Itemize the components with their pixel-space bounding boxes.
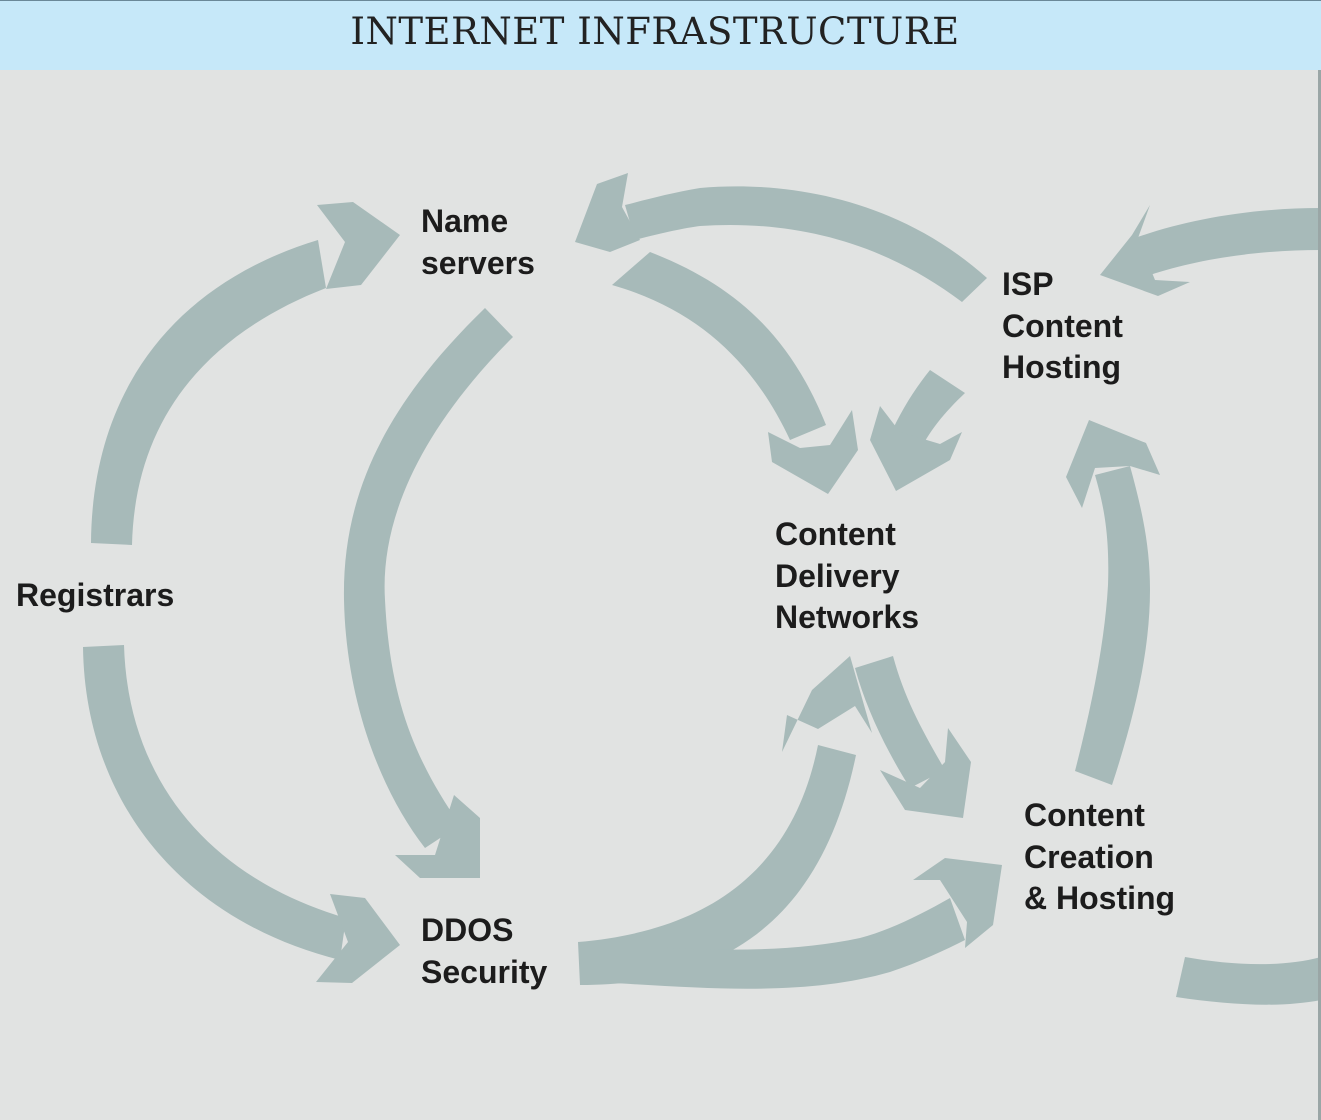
node-label-line: Hosting bbox=[1002, 349, 1122, 385]
arrow-head-ddos-from-registrars bbox=[316, 894, 400, 983]
node-label-line: Name bbox=[421, 203, 509, 239]
arrow-registrars-to-name-servers bbox=[91, 240, 326, 545]
arrow-head-creation-from-ddos bbox=[913, 858, 1002, 948]
arrow-head-cdn-from-ddos bbox=[782, 656, 872, 752]
title-banner: INTERNET INFRASTRUCTURE bbox=[0, 0, 1321, 70]
node-label-line: Delivery bbox=[775, 557, 900, 594]
arrow-head-name-servers-from-isp bbox=[575, 173, 640, 252]
node-content-creation-hosting: Content Creation & Hosting bbox=[1024, 795, 1175, 920]
node-ddos-security: DDOS Security bbox=[421, 910, 547, 993]
arrow-creation-to-isp bbox=[1075, 466, 1150, 785]
arrow-head-name-servers-from-registrars bbox=[317, 202, 400, 289]
arrow-registrars-to-ddos bbox=[83, 645, 346, 960]
node-label-line: DDOS bbox=[421, 912, 514, 948]
arrow-head-creation-from-cdn bbox=[880, 728, 971, 818]
right-edge-divider bbox=[1318, 70, 1321, 1120]
arrow-head-isp-from-creation bbox=[1066, 420, 1160, 508]
node-label-line: Content bbox=[1002, 307, 1123, 344]
node-isp-content-hosting: ISP Content Hosting bbox=[1002, 264, 1123, 389]
node-label-line: Content bbox=[775, 516, 896, 552]
node-label-line: Registrars bbox=[16, 577, 175, 613]
node-label-line: & Hosting bbox=[1024, 880, 1176, 916]
arrow-head-cdn-from-isp bbox=[870, 406, 962, 491]
node-content-delivery-networks: Content Delivery Networks bbox=[775, 514, 919, 639]
node-name-servers: Name servers bbox=[421, 201, 535, 284]
arrow-name-servers-to-cdn bbox=[612, 252, 826, 440]
arrow-outgoing-creation-right bbox=[1176, 957, 1321, 1005]
node-registrars: Registrars bbox=[16, 575, 174, 617]
arrow-ddos-to-creation bbox=[600, 898, 965, 989]
node-label-line: Networks bbox=[775, 599, 920, 635]
page-title: INTERNET INFRASTRUCTURE bbox=[350, 10, 960, 53]
node-label-line: Creation bbox=[1024, 838, 1154, 875]
arrow-head-isp-incoming bbox=[1100, 205, 1190, 296]
arrow-isp-to-name-servers bbox=[625, 186, 987, 302]
arrow-cdn-to-creation bbox=[855, 656, 945, 788]
arrow-incoming-right-to-isp bbox=[1135, 208, 1321, 275]
node-label-line: Content bbox=[1024, 797, 1145, 833]
node-label-line: ISP bbox=[1002, 266, 1054, 302]
arrow-head-ddos-from-name-servers bbox=[395, 795, 480, 878]
node-label-line: Security bbox=[421, 953, 548, 990]
node-label-line: servers bbox=[421, 244, 535, 281]
arrow-name-servers-to-ddos bbox=[343, 308, 513, 848]
arrow-head-cdn-from-name-servers bbox=[768, 410, 858, 494]
arrow-isp-to-cdn bbox=[888, 370, 965, 455]
